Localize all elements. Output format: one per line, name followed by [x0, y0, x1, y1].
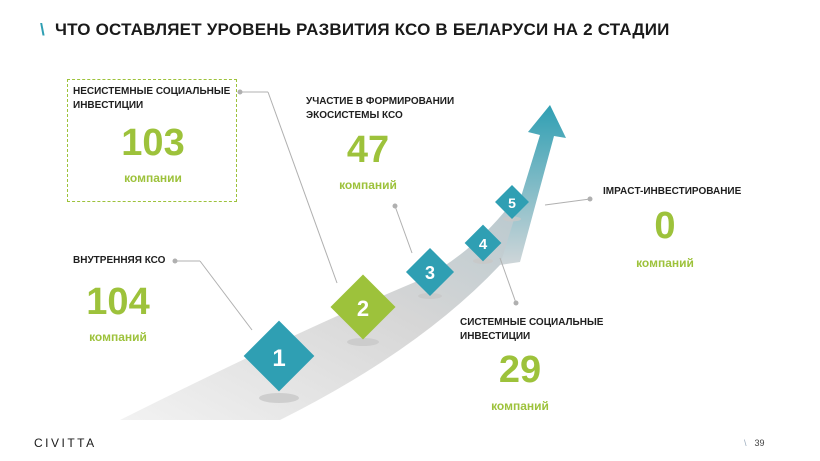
- connector-stage-1-diag: [199, 260, 253, 331]
- stage-5-value: 0: [654, 205, 676, 247]
- stage-5-unit: компаний: [636, 256, 694, 270]
- stage-3-diamond: 3: [405, 247, 455, 297]
- stage-2-diamond: 2: [330, 274, 396, 340]
- stage-4-unit: компаний: [491, 399, 549, 413]
- progress-road: [120, 205, 520, 420]
- stage-2-shadow: [347, 338, 379, 346]
- connector-dot-3: [392, 203, 398, 209]
- connector-stage-4: [499, 257, 517, 304]
- page-number-text: 39: [754, 438, 765, 448]
- stage-1-value: 104: [86, 281, 150, 323]
- stage-3-number: 3: [425, 263, 435, 283]
- connector-dot-2: [237, 89, 243, 95]
- slide-title-text: ЧТО ОСТАВЛЯЕТ УРОВЕНЬ РАЗВИТИЯ КСО В БЕЛ…: [54, 20, 670, 39]
- stage-2-number: 2: [357, 296, 369, 321]
- connector-dot-4: [513, 300, 519, 306]
- stage-2-unit: компании: [124, 171, 182, 185]
- stage-3-label: УЧАСТИЕ В ФОРМИРОВАНИИ ЭКОСИСТЕМЫ КСО: [306, 96, 455, 121]
- slide-title: \ ЧТО ОСТАВЛЯЕТ УРОВЕНЬ РАЗВИТИЯ КСО В БЕ…: [40, 20, 670, 40]
- civitta-logo: CIVITTA: [34, 436, 97, 450]
- connector-stage-5: [544, 198, 591, 206]
- connector-dot-5: [587, 196, 593, 202]
- progress-arrow: [500, 105, 566, 265]
- stage-1-number: 1: [272, 345, 285, 372]
- stage-3-unit: компаний: [339, 178, 397, 192]
- stage-1-label: ВНУТРЕННЯЯ КСО: [73, 255, 166, 266]
- connector-stage-2-diag: [267, 91, 338, 284]
- stage-5-number: 5: [508, 195, 516, 211]
- connector-stage-3: [394, 205, 413, 254]
- stage-1-shadow: [259, 393, 299, 403]
- stage-1-unit: компаний: [89, 330, 147, 344]
- stage-3-value: 47: [346, 129, 390, 171]
- stage-2-label: НЕСИСТЕМНЫЕ СОЦИАЛЬНЫЕ ИНВЕСТИЦИИ: [73, 86, 231, 111]
- stage-4-diamond: 4: [464, 224, 502, 262]
- stage-2-value: 103: [121, 122, 185, 164]
- stage-4-value: 29: [498, 349, 542, 391]
- connector-dot-1: [172, 258, 178, 264]
- page-slash-decoration: \: [744, 438, 747, 448]
- stage-2-highlight-box: [67, 79, 237, 202]
- title-slash-decoration: \: [40, 20, 45, 39]
- stage-5-shadow: [503, 216, 521, 222]
- stage-1-diamond: 1: [243, 320, 315, 392]
- page-number: \ 39: [744, 438, 765, 448]
- stage-5-diamond: 5: [495, 185, 529, 219]
- stage-4-label: СИСТЕМНЫЕ СОЦИАЛЬНЫЕ ИНВЕСТИЦИИ: [460, 317, 604, 342]
- stage-5-label: IMPACT-ИНВЕСТИРОВАНИЕ: [603, 186, 742, 197]
- stage-4-number: 4: [479, 236, 488, 253]
